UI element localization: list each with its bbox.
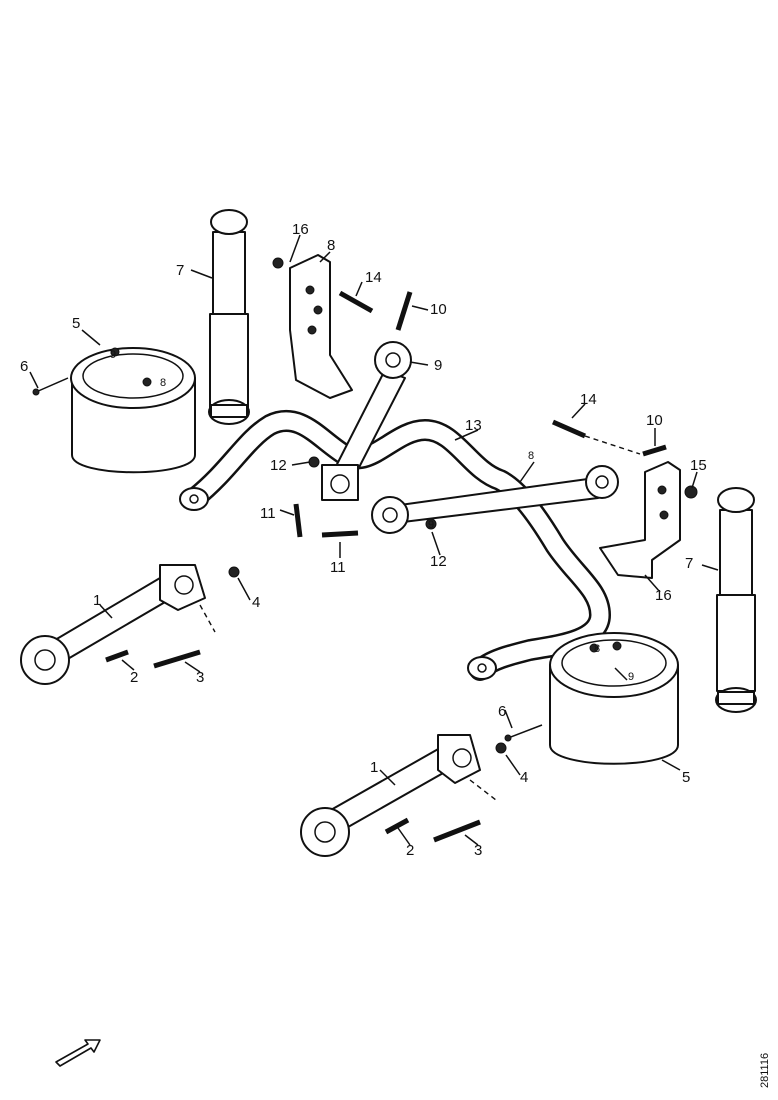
callout-16-lower: 16: [655, 587, 672, 604]
callout-8-upper: 8: [327, 237, 335, 254]
bar-end-eye-right: [467, 656, 497, 680]
callout-15-lower: 15: [690, 457, 707, 474]
callout-3-right: 3: [474, 842, 482, 859]
callout-7-left: 7: [176, 262, 184, 279]
callout-9-right-spring: 9: [628, 671, 634, 683]
callout-14-lower: 14: [580, 391, 597, 408]
callout-11-right: 11: [330, 559, 346, 576]
callout-8-right-spring: 8: [594, 643, 600, 655]
callout-8-left-spring: 8: [160, 377, 166, 389]
callout-13: 13: [465, 417, 482, 434]
air-spring-left: [32, 347, 196, 474]
callout-7-right: 7: [685, 555, 693, 572]
bracket-upper: [272, 254, 353, 399]
callout-15-upper: 16: [292, 221, 309, 238]
direction-arrow-icon: [55, 1039, 101, 1067]
callout-5-right: 5: [682, 769, 690, 786]
shock-absorber-left: [208, 209, 250, 425]
callout-6-left: 6: [20, 358, 28, 375]
callout-1-left: 1: [93, 592, 101, 609]
shock-absorber-right: [715, 487, 757, 713]
callout-1-right: 1: [370, 759, 378, 776]
callout-9-rod: 9: [428, 519, 434, 531]
figure-code: 281116: [759, 1053, 771, 1088]
callout-3-left: 3: [196, 669, 204, 686]
callout-11-left: 11: [260, 505, 276, 522]
v-rod-upper: [321, 341, 412, 501]
callout-10-upper: 10: [430, 301, 447, 318]
callout-10-lower: 10: [646, 412, 663, 429]
leader-lines: [29, 234, 719, 846]
callout-labels: 7 5 6 9 8 16 8 14 10 9 13 8 14 10 15 7 1…: [20, 221, 707, 859]
v-rod-lower: [371, 465, 619, 534]
callout-2-left: 2: [130, 669, 138, 686]
callout-5-left: 5: [72, 315, 80, 332]
trailing-arm-right: [300, 734, 507, 857]
bolts-upper: [293, 290, 667, 538]
stabilizer-bar: [179, 409, 611, 681]
callout-12-right: 12: [430, 553, 447, 570]
trailing-arm-left: [20, 564, 240, 685]
callout-9-upper: 9: [434, 357, 442, 374]
bracket-lower: [599, 461, 698, 579]
callout-4-right: 4: [520, 769, 528, 786]
callout-4-left: 4: [252, 594, 260, 611]
callout-12-left: 12: [270, 457, 287, 474]
callout-2-right: 2: [406, 842, 414, 859]
callout-9-left-spring: 9: [110, 349, 116, 361]
callout-8-rod: 8: [528, 450, 534, 462]
callout-6-right: 6: [498, 703, 506, 720]
callout-14-upper: 14: [365, 269, 382, 286]
air-spring-right: [504, 632, 679, 765]
bar-end-eye-left: [179, 487, 209, 511]
